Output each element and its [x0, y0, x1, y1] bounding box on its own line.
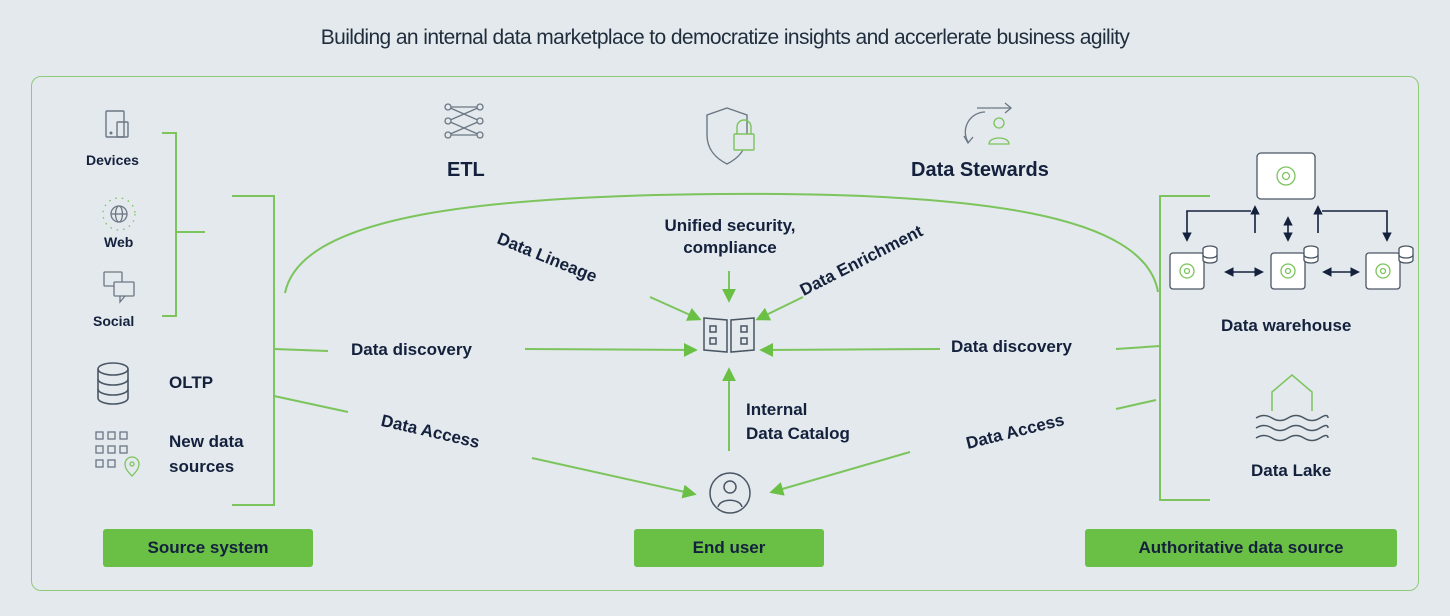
- devices-icon: [105, 110, 129, 138]
- security-label-line2: compliance: [683, 238, 777, 257]
- source-system-button[interactable]: Source system: [103, 529, 313, 567]
- catalog-label-line2: Data Catalog: [746, 424, 850, 443]
- warehouse-top-server-icon: [1256, 152, 1316, 200]
- governance-arch: [284, 192, 1159, 294]
- etl-network-icon: [444, 103, 484, 139]
- source-channels-bracket: [162, 132, 205, 317]
- data-stewards-label: Data Stewards: [911, 159, 1049, 181]
- data-discovery-left-label: Data discovery: [351, 340, 472, 359]
- data-lake-label: Data Lake: [1251, 461, 1332, 480]
- end-user-button[interactable]: End user: [634, 529, 824, 567]
- authoritative-data-source-button[interactable]: Authoritative data source: [1085, 529, 1397, 567]
- data-stewards-icon: [963, 102, 1013, 145]
- warehouse-arrows: [1182, 205, 1392, 277]
- diagram-frame: [31, 76, 1419, 591]
- data-lake-icon: [1255, 374, 1329, 442]
- catalog-book-icon: [703, 317, 755, 353]
- oltp-database-icon: [97, 362, 129, 405]
- catalog-label-line1: Internal: [746, 400, 808, 419]
- web-label: Web: [104, 234, 134, 250]
- warehouse-node-right-icon: [1365, 245, 1414, 290]
- new-data-sources-label-line1: New data: [169, 432, 244, 451]
- diagram-title: Building an internal data marketplace to…: [320, 26, 1130, 49]
- etl-label: ETL: [447, 159, 485, 181]
- social-label: Social: [93, 313, 135, 329]
- new-data-sources-label-line2: sources: [169, 457, 235, 476]
- social-icon: [103, 271, 135, 304]
- data-discovery-right-label: Data discovery: [951, 337, 1072, 356]
- oltp-label: OLTP: [169, 373, 214, 392]
- end-user-icon: [709, 472, 751, 514]
- data-warehouse-label: Data warehouse: [1221, 316, 1352, 335]
- security-label-line1: Unified security,: [664, 216, 796, 235]
- authoritative-source-bracket: [1159, 195, 1210, 501]
- new-data-sources-icon: [95, 431, 140, 477]
- security-shield-icon: [706, 107, 755, 165]
- source-system-bracket: [232, 195, 275, 506]
- warehouse-node-left-icon: [1169, 245, 1218, 290]
- web-icon: [102, 197, 136, 231]
- devices-label: Devices: [86, 152, 139, 168]
- warehouse-node-middle-icon: [1270, 245, 1319, 290]
